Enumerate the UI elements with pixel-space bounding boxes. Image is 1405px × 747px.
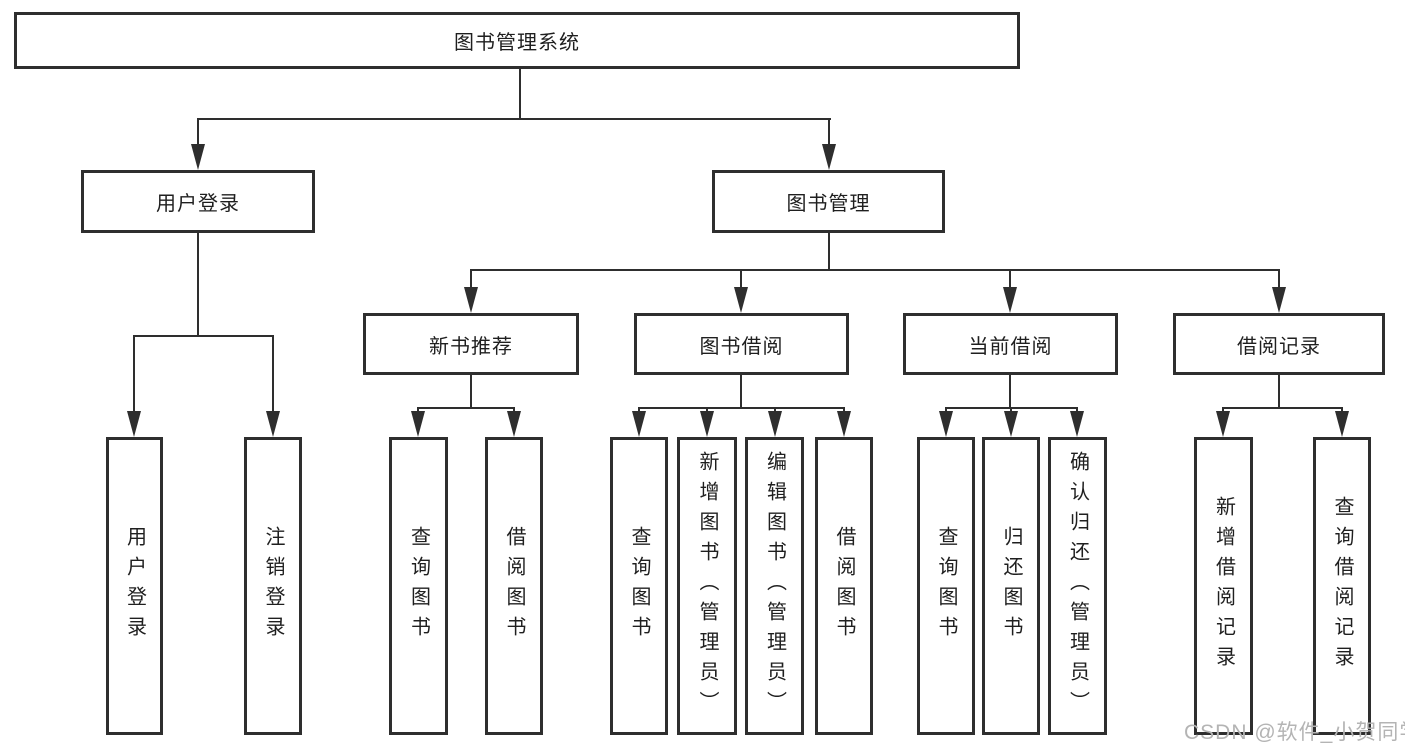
connector-stem-book-borrow	[740, 269, 742, 291]
arrow-down-icon	[1272, 287, 1286, 313]
node-borrow-records-label: 借阅记录	[1237, 335, 1321, 358]
node-br-add-record-label: 新增借阅记录	[1212, 496, 1235, 676]
connector-stem-book-mgmt	[828, 118, 830, 148]
node-book-borrow-label: 图书借阅	[699, 335, 784, 358]
node-bb-edit-books: 编辑图书（管理员）	[745, 437, 804, 735]
arrow-down-icon	[1004, 411, 1018, 437]
arrow-down-icon	[632, 411, 646, 437]
node-current-borrow-label: 当前借阅	[968, 335, 1053, 358]
node-logout-label: 注销登录	[262, 526, 284, 646]
connector-stem-borrow-records	[1278, 269, 1280, 291]
watermark: CSDN @软件_小贺同学	[1184, 721, 1405, 744]
connector-book-mgmt-branch	[471, 269, 1280, 271]
node-book-borrow: 图书借阅	[634, 313, 849, 375]
arrow-down-icon	[266, 411, 280, 437]
connector-stem-logout	[272, 335, 274, 413]
connector-current-borrow-stem	[1009, 375, 1011, 409]
arrow-down-icon	[411, 411, 425, 437]
arrow-down-icon	[191, 144, 205, 170]
arrow-down-icon	[768, 411, 782, 437]
node-nbr-borrow-books-label: 借阅图书	[503, 526, 525, 646]
node-br-query-record: 查询借阅记录	[1313, 437, 1371, 735]
node-bb-query-books-label: 查询图书	[628, 526, 650, 646]
node-bb-add-books-label: 新增图书（管理员）	[696, 451, 718, 721]
node-bb-borrow-books: 借阅图书	[815, 437, 873, 735]
connector-stem-login	[133, 335, 135, 413]
connector-stem-user-login	[197, 118, 199, 148]
node-login: 用户登录	[106, 437, 163, 735]
node-bb-query-books: 查询图书	[610, 437, 668, 735]
node-user-login: 用户登录	[81, 170, 315, 233]
connector-borrow-records-stem	[1278, 375, 1280, 409]
arrow-down-icon	[507, 411, 521, 437]
node-book-mgmt: 图书管理	[712, 170, 945, 233]
node-cb-return-books-label: 归还图书	[1000, 526, 1022, 646]
node-login-label: 用户登录	[123, 526, 146, 646]
node-book-mgmt-label: 图书管理	[786, 193, 871, 215]
connector-new-book-rec-branch	[418, 407, 515, 409]
node-nbr-query-books: 查询图书	[389, 437, 448, 735]
arrow-down-icon	[734, 287, 748, 313]
node-cb-return-books: 归还图书	[982, 437, 1040, 735]
connector-book-borrow-branch	[639, 407, 845, 409]
node-cb-query-books-label: 查询图书	[935, 526, 957, 646]
connector-user-login-branch	[134, 335, 274, 337]
node-user-login-label: 用户登录	[156, 193, 240, 215]
node-nbr-borrow-books: 借阅图书	[485, 437, 543, 735]
node-borrow-records: 借阅记录	[1173, 313, 1385, 375]
arrow-down-icon	[822, 144, 836, 170]
node-bb-borrow-books-label: 借阅图书	[833, 526, 855, 646]
node-new-book-rec: 新书推荐	[363, 313, 579, 375]
connector-book-borrow-stem	[740, 375, 742, 409]
node-cb-confirm-return-label: 确认归还（管理员）	[1066, 451, 1089, 721]
connector-root-stem	[519, 69, 521, 120]
arrow-down-icon	[464, 287, 478, 313]
connector-new-book-rec-stem	[470, 375, 472, 409]
connector-stem-new-book-rec	[470, 269, 472, 291]
node-cb-confirm-return: 确认归还（管理员）	[1048, 437, 1107, 735]
node-root: 图书管理系统	[14, 12, 1020, 69]
arrow-down-icon	[1335, 411, 1349, 437]
connector-borrow-records-branch	[1223, 407, 1343, 409]
node-root-label: 图书管理系统	[454, 32, 580, 54]
arrow-down-icon	[1070, 411, 1084, 437]
arrow-down-icon	[700, 411, 714, 437]
node-bb-add-books: 新增图书（管理员）	[677, 437, 737, 735]
node-new-book-rec-label: 新书推荐	[429, 335, 513, 358]
arrow-down-icon	[939, 411, 953, 437]
arrow-down-icon	[837, 411, 851, 437]
node-nbr-query-books-label: 查询图书	[407, 526, 430, 646]
node-br-query-record-label: 查询借阅记录	[1331, 496, 1353, 676]
node-logout: 注销登录	[244, 437, 302, 735]
node-br-add-record: 新增借阅记录	[1194, 437, 1253, 735]
node-bb-edit-books-label: 编辑图书（管理员）	[763, 451, 786, 721]
connector-book-mgmt-stem	[828, 233, 830, 271]
connector-current-borrow-branch	[946, 407, 1078, 409]
connector-stem-current-borrow	[1009, 269, 1011, 291]
arrow-down-icon	[127, 411, 141, 437]
arrow-down-icon	[1216, 411, 1230, 437]
connector-root-branch	[197, 118, 831, 120]
node-current-borrow: 当前借阅	[903, 313, 1118, 375]
connector-user-login-stem	[197, 233, 199, 337]
arrow-down-icon	[1003, 287, 1017, 313]
node-cb-query-books: 查询图书	[917, 437, 975, 735]
